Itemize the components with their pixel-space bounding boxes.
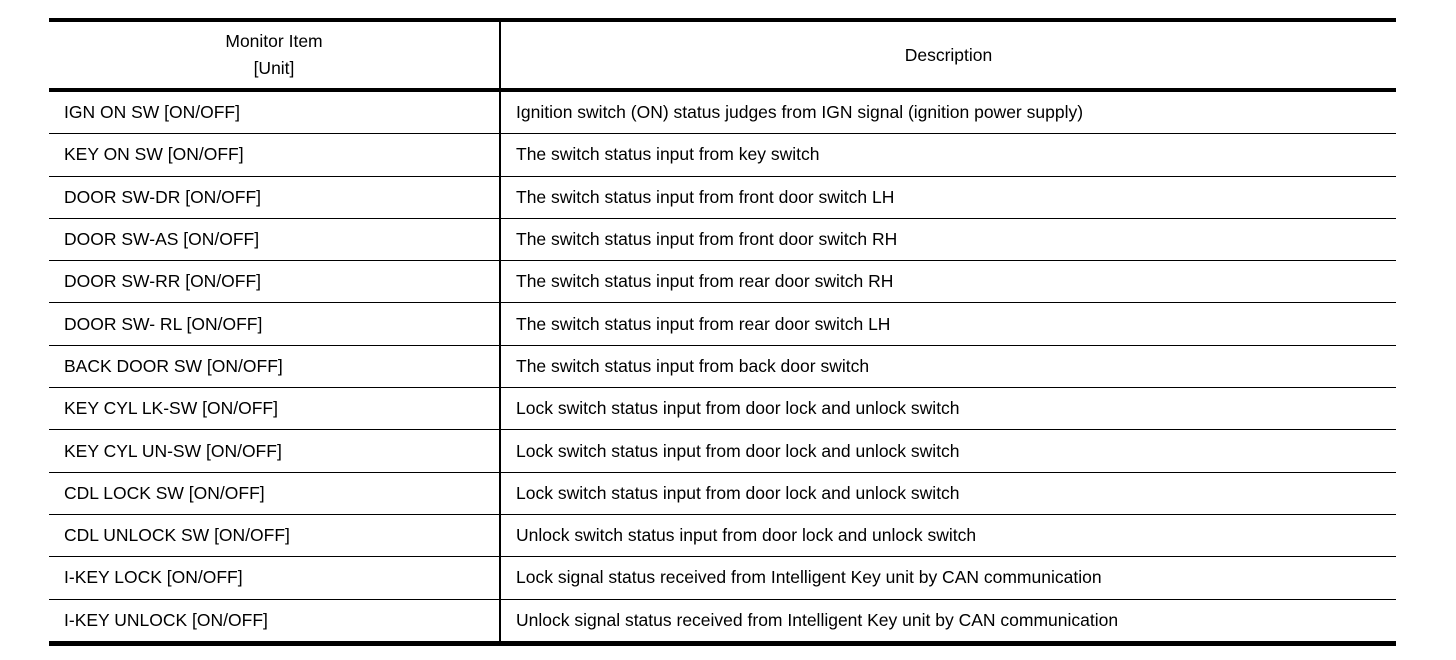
- description-cell: The switch status input from key switch: [500, 133, 1396, 177]
- description-cell: Lock signal status received from Intelli…: [500, 556, 1396, 600]
- table-body: IGN ON SW [ON/OFF]Ignition switch (ON) s…: [49, 90, 1396, 644]
- table-header: Monitor Item [Unit] Description: [49, 20, 1396, 92]
- description-cell: Lock switch status input from door lock …: [500, 472, 1396, 515]
- description-cell: The switch status input from back door s…: [500, 345, 1396, 389]
- monitor-item-header-line1: Monitor Item: [225, 31, 323, 51]
- description-cell: Unlock signal status received from Intel…: [500, 599, 1396, 644]
- table-row: I-KEY LOCK [ON/OFF]Lock signal status re…: [49, 556, 1396, 600]
- description-cell: Lock switch status input from door lock …: [500, 387, 1396, 431]
- table-row: DOOR SW- RL [ON/OFF]The switch status in…: [49, 302, 1396, 346]
- table-row: CDL LOCK SW [ON/OFF]Lock switch status i…: [49, 472, 1396, 515]
- column-header-description: Description: [500, 20, 1396, 92]
- table-row: IGN ON SW [ON/OFF]Ignition switch (ON) s…: [49, 90, 1396, 135]
- monitor-item-cell: BACK DOOR SW [ON/OFF]: [49, 345, 501, 389]
- table-row: KEY ON SW [ON/OFF]The switch status inpu…: [49, 133, 1396, 177]
- table-row: I-KEY UNLOCK [ON/OFF]Unlock signal statu…: [49, 599, 1396, 644]
- monitor-item-cell: DOOR SW-AS [ON/OFF]: [49, 218, 501, 262]
- table-row: DOOR SW-DR [ON/OFF]The switch status inp…: [49, 176, 1396, 219]
- column-header-monitor-item: Monitor Item [Unit]: [49, 20, 501, 92]
- table-row: KEY CYL LK-SW [ON/OFF]Lock switch status…: [49, 387, 1396, 431]
- header-row: Monitor Item [Unit] Description: [49, 20, 1396, 92]
- table-row: DOOR SW-AS [ON/OFF]The switch status inp…: [49, 218, 1396, 262]
- monitor-item-cell: IGN ON SW [ON/OFF]: [49, 90, 501, 135]
- table-row: CDL UNLOCK SW [ON/OFF]Unlock switch stat…: [49, 514, 1396, 558]
- monitor-item-cell: KEY CYL UN-SW [ON/OFF]: [49, 429, 501, 473]
- monitor-items-table: Monitor Item [Unit] Description IGN ON S…: [49, 18, 1396, 646]
- monitor-item-cell: DOOR SW-DR [ON/OFF]: [49, 176, 501, 219]
- monitor-item-cell: KEY CYL LK-SW [ON/OFF]: [49, 387, 501, 431]
- description-cell: Lock switch status input from door lock …: [500, 429, 1396, 473]
- description-cell: The switch status input from rear door s…: [500, 302, 1396, 346]
- description-cell: Unlock switch status input from door loc…: [500, 514, 1396, 558]
- table-row: BACK DOOR SW [ON/OFF]The switch status i…: [49, 345, 1396, 389]
- monitor-item-cell: CDL UNLOCK SW [ON/OFF]: [49, 514, 501, 558]
- description-cell: Ignition switch (ON) status judges from …: [500, 90, 1396, 135]
- table-row: DOOR SW-RR [ON/OFF]The switch status inp…: [49, 260, 1396, 304]
- monitor-item-cell: DOOR SW-RR [ON/OFF]: [49, 260, 501, 304]
- table-row: KEY CYL UN-SW [ON/OFF]Lock switch status…: [49, 429, 1396, 473]
- monitor-item-cell: KEY ON SW [ON/OFF]: [49, 133, 501, 177]
- description-cell: The switch status input from rear door s…: [500, 260, 1396, 304]
- monitor-item-header-line2: [Unit]: [253, 58, 295, 78]
- description-cell: The switch status input from front door …: [500, 218, 1396, 262]
- monitor-items-table-container: Monitor Item [Unit] Description IGN ON S…: [49, 18, 1396, 646]
- monitor-item-cell: DOOR SW- RL [ON/OFF]: [49, 302, 501, 346]
- monitor-item-cell: I-KEY UNLOCK [ON/OFF]: [49, 599, 501, 644]
- monitor-item-cell: I-KEY LOCK [ON/OFF]: [49, 556, 501, 600]
- monitor-item-cell: CDL LOCK SW [ON/OFF]: [49, 472, 501, 515]
- description-cell: The switch status input from front door …: [500, 176, 1396, 219]
